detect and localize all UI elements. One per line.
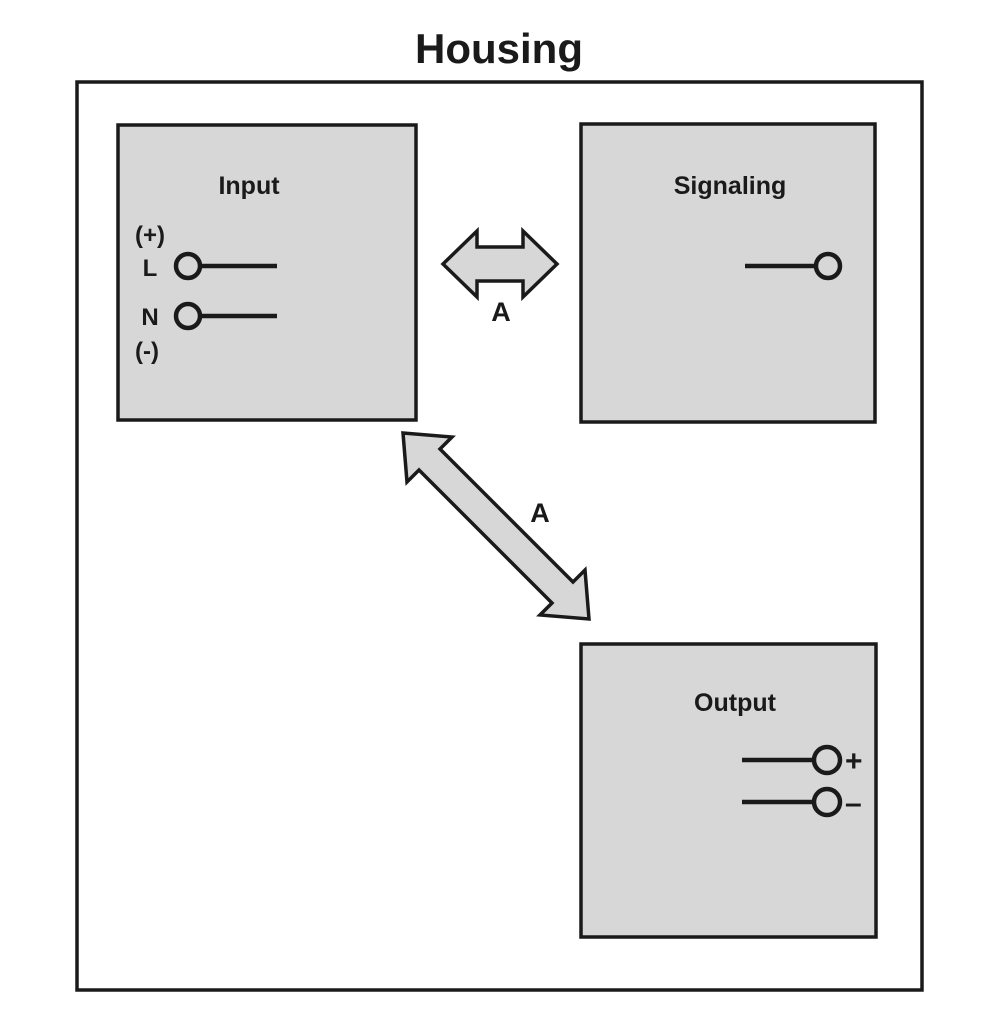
arrow-input-signaling-label: A bbox=[491, 297, 511, 327]
terminal-n-label: N bbox=[141, 304, 158, 331]
terminal-n[interactable]: N bbox=[141, 301, 277, 331]
input-box[interactable] bbox=[116, 123, 418, 422]
terminal-l-circle[interactable] bbox=[173, 251, 203, 281]
output-title: Output bbox=[694, 689, 777, 717]
terminal-l[interactable]: L bbox=[143, 251, 277, 282]
terminal-negative-label: – bbox=[845, 787, 862, 820]
terminal-negative-circle[interactable] bbox=[811, 786, 843, 818]
block-signaling[interactable]: Signaling bbox=[579, 122, 877, 424]
arrow-input-output-label: A bbox=[530, 498, 550, 528]
input-title: Input bbox=[218, 172, 280, 200]
page-title: Housing bbox=[415, 25, 583, 72]
double-arrow-horizontal-icon bbox=[440, 226, 560, 302]
terminal-signal[interactable] bbox=[745, 251, 843, 281]
terminal-positive[interactable]: + bbox=[742, 744, 863, 778]
arrow-input-signaling: A bbox=[440, 226, 560, 327]
terminal-positive-circle[interactable] bbox=[811, 744, 843, 776]
block-input[interactable]: Input (+) L N (-) bbox=[116, 123, 418, 422]
double-arrow-diagonal-icon bbox=[401, 431, 591, 621]
terminal-negative[interactable]: – bbox=[742, 786, 862, 820]
terminal-positive-label: + bbox=[845, 745, 863, 778]
input-polarity-negative: (-) bbox=[135, 338, 159, 365]
terminal-l-label: L bbox=[143, 255, 158, 282]
terminal-n-circle[interactable] bbox=[173, 301, 203, 331]
input-polarity-positive: (+) bbox=[135, 222, 165, 249]
signaling-title: Signaling bbox=[674, 172, 787, 200]
arrow-input-output: A bbox=[401, 431, 591, 621]
block-output[interactable]: Output + – bbox=[579, 642, 878, 939]
terminal-signal-circle[interactable] bbox=[813, 251, 843, 281]
